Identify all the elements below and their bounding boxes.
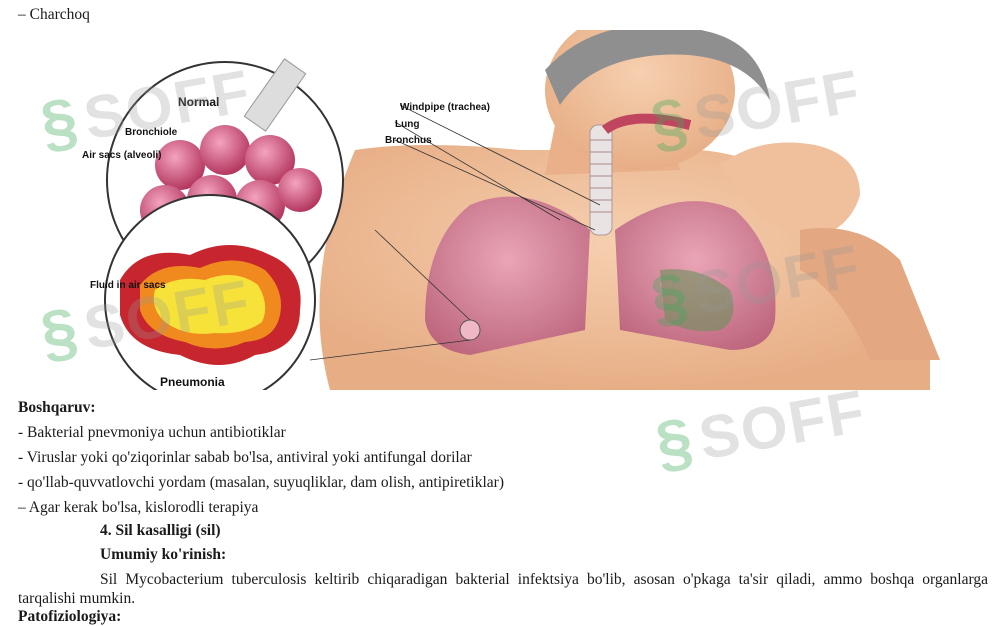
- label-lung: Lung: [395, 119, 419, 130]
- trachea: [590, 125, 612, 235]
- sil-heading: 4. Sil kasalligi (sil): [100, 522, 221, 540]
- intro-bullet: – Charchoq: [18, 6, 90, 24]
- list-item: - qo'llab-quvvatlovchi yordam (masalan, …: [18, 474, 504, 492]
- pneumonia-illustration: Normal Bronchiole Air sacs (alveoli) Win…: [0, 30, 1005, 390]
- label-windpipe: Windpipe (trachea): [400, 102, 490, 113]
- label-bronchus: Bronchus: [385, 135, 432, 146]
- boshqaruv-heading: Boshqaruv:: [18, 399, 96, 417]
- patofiz-heading: Patofiziologiya:: [18, 608, 121, 626]
- sil-paragraph: Sil Mycobacterium tuberculosis keltirib …: [18, 570, 988, 608]
- list-item: – Agar kerak bo'lsa, kislorodli terapiya: [18, 499, 258, 517]
- zoom-spot: [460, 320, 480, 340]
- label-pneumonia: Pneumonia: [160, 375, 225, 389]
- umumiy-heading: Umumiy ko'rinish:: [100, 546, 226, 564]
- list-item: - Viruslar yoki qo'ziqorinlar sabab bo'l…: [18, 449, 472, 467]
- list-item: - Bakterial pnevmoniya uchun antibiotikl…: [18, 424, 286, 442]
